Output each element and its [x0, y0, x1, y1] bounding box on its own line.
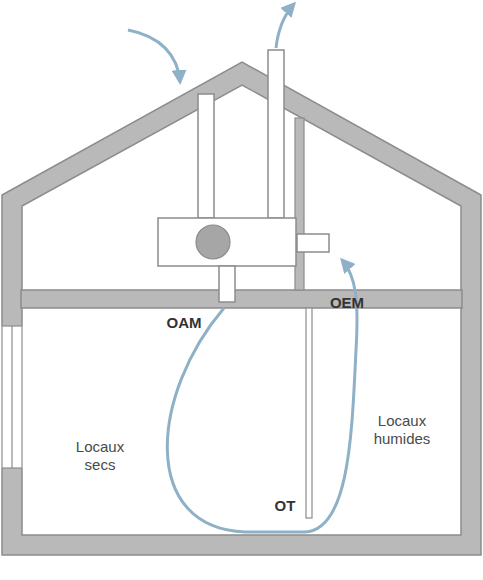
window-line	[2, 325, 22, 326]
extract-outlet	[297, 234, 329, 252]
house-wall	[2, 62, 481, 555]
intake-duct	[198, 94, 214, 218]
room-label: Locaux secs	[60, 438, 140, 474]
ventilation-unit	[158, 218, 296, 266]
window-line	[1, 326, 2, 468]
window	[1, 326, 23, 468]
window-line	[21, 326, 22, 468]
opening-label: OEM	[322, 294, 372, 312]
exhaust-duct	[268, 50, 284, 218]
opening-label: OT	[268, 497, 302, 515]
room-label: Locaux humides	[362, 412, 442, 448]
partition-wall	[306, 308, 312, 518]
fan	[196, 225, 230, 259]
airflow-arrow	[276, 4, 294, 48]
airflow-arrow	[128, 30, 180, 82]
floor-slab	[21, 290, 462, 308]
opening-label: OAM	[158, 314, 210, 332]
supply-outlet	[219, 266, 235, 302]
window-line	[11, 326, 12, 468]
window-line	[2, 467, 22, 468]
airflow-arrow	[167, 260, 357, 532]
